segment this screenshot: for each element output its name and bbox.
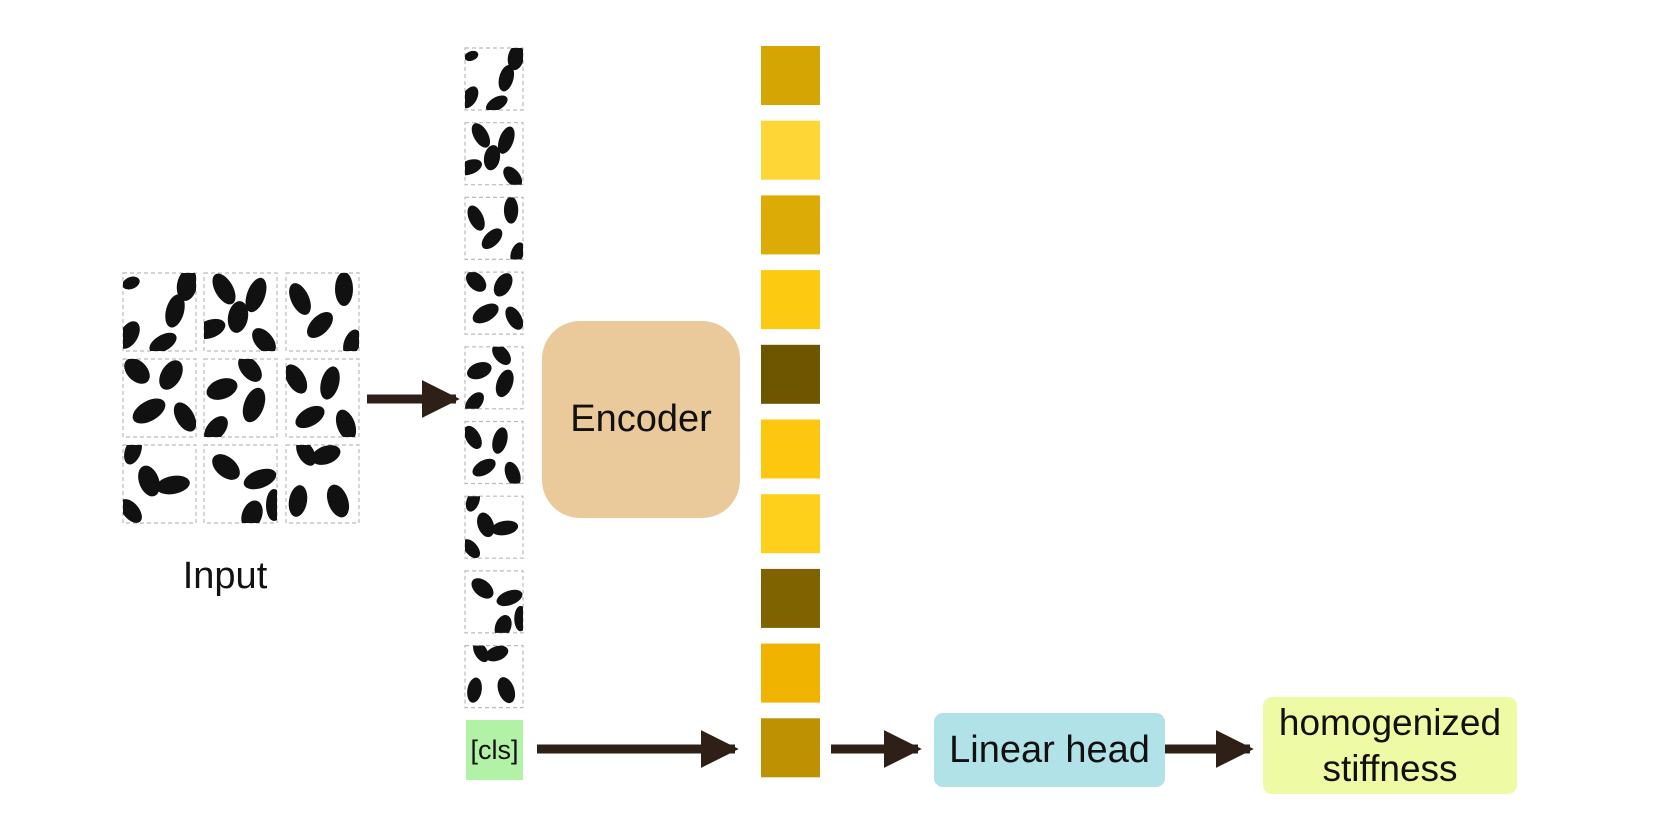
- input-label: Input: [182, 555, 268, 597]
- embedding-token: [761, 195, 820, 255]
- input-patch-tile: [203, 358, 278, 438]
- patch-token: [464, 47, 524, 111]
- embedding-token: [761, 344, 820, 404]
- cls-token: [cls]: [466, 720, 523, 780]
- embedding-token-column: [761, 46, 820, 778]
- encoder-box: Encoder: [542, 321, 740, 518]
- embedding-token: [761, 643, 820, 703]
- input-patch-tile: [203, 444, 278, 524]
- embedding-token: [761, 718, 820, 778]
- patch-token: [464, 644, 524, 709]
- output-label-line1: homogenized: [1278, 701, 1502, 743]
- input-patch-tile: [285, 272, 360, 352]
- embedding-token: [761, 568, 820, 628]
- input-patch-tile: [203, 272, 278, 352]
- input-patch-tile: [122, 272, 197, 352]
- embedding-token: [761, 120, 820, 180]
- embedding-token: [761, 419, 820, 479]
- input-patch-tile: [285, 444, 360, 524]
- patch-token: [464, 122, 524, 186]
- patch-token: [464, 271, 524, 335]
- embedding-token: [761, 494, 820, 554]
- input-patch-tile: [122, 444, 197, 524]
- patch-token: [464, 196, 524, 260]
- patch-token: [464, 420, 524, 485]
- output-label-line2: stiffness: [1322, 747, 1458, 789]
- patch-token: [464, 495, 524, 559]
- linear-head-box: Linear head: [934, 713, 1165, 787]
- encoder-label: Encoder: [570, 398, 712, 440]
- input-patch-tile: [285, 358, 360, 438]
- output-stiffness-box: homogenized stiffness: [1263, 697, 1517, 794]
- patch-token: [464, 346, 524, 410]
- embedding-token: [761, 46, 820, 105]
- input-image-grid: [122, 272, 360, 524]
- embedding-token: [761, 270, 820, 330]
- cls-token-label: [cls]: [470, 734, 519, 765]
- patch-token: [464, 570, 524, 634]
- linear-head-label: Linear head: [949, 728, 1150, 771]
- input-patch-tile: [122, 358, 197, 438]
- patch-token-column: [464, 47, 524, 709]
